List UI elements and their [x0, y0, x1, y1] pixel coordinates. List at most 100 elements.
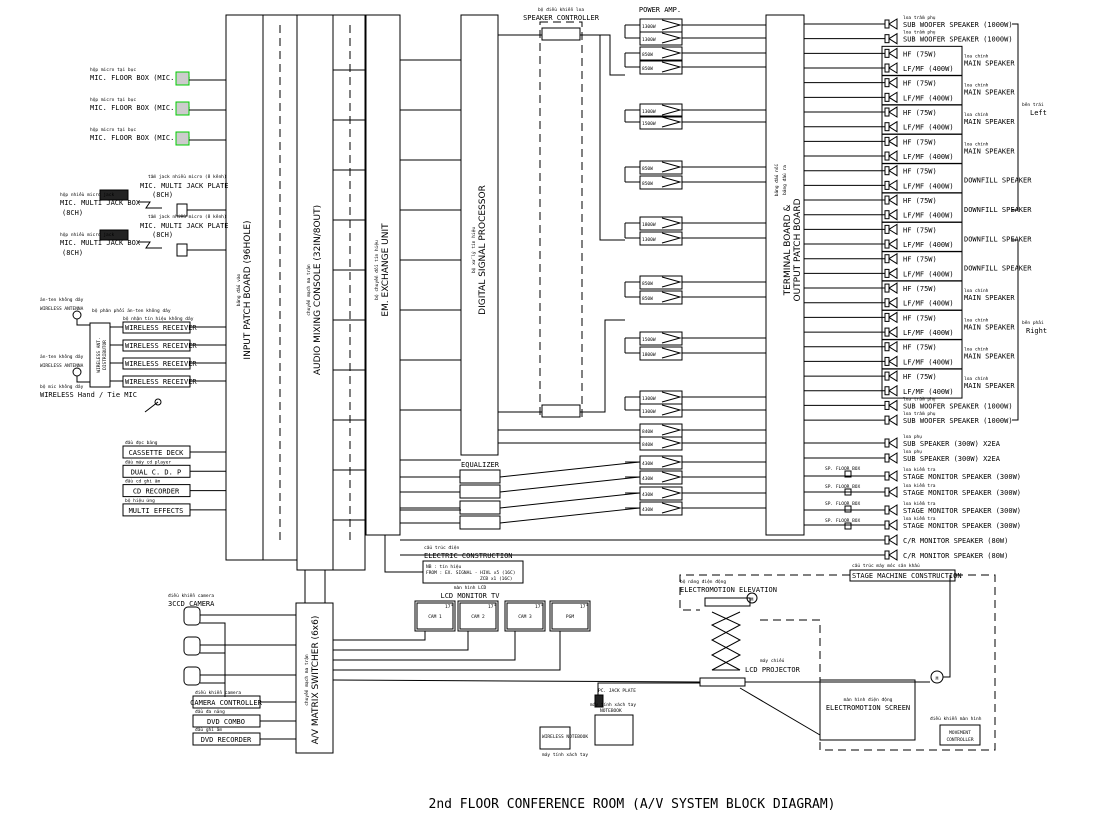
wire: [499, 461, 641, 478]
terminal-label-1: TERMINAL BOARD &: [783, 205, 793, 297]
main-speaker-label: MAIN SPEAKER: [964, 353, 1015, 361]
power-amp-rating: 1500W: [642, 337, 656, 343]
floor-box-icon: [844, 470, 852, 478]
floor-box-icon: [844, 505, 852, 513]
sub-woofer-sub: loa trầm phụ: [903, 14, 936, 21]
wire: [499, 476, 641, 493]
wire: [597, 682, 700, 695]
wire: [384, 535, 423, 573]
electric-line-1: NB : tín hiệu: [426, 563, 462, 570]
source-label: CASSETTE DECK: [129, 449, 185, 457]
camera-icon: [183, 666, 201, 686]
amp-triangle-icon: [661, 347, 682, 359]
pc-jack-plate-icon: [594, 694, 604, 708]
left-bracket: [1012, 23, 1019, 211]
wire: [333, 631, 516, 661]
multi-jack-plate-ch: (8CH): [152, 191, 173, 199]
speaker-controller-sub: bộ điều khiển loa: [538, 6, 584, 13]
terminal-board: [765, 14, 805, 536]
hf-speaker-label: HF (75W): [903, 314, 937, 322]
power-amp-rating: 430W: [642, 507, 653, 513]
speaker-icon: [888, 311, 898, 324]
speaker-icon: [888, 238, 898, 250]
multi-jack-box-sub: hộp nhiều micro jack: [60, 231, 114, 238]
wireless-notebook-sub: máy tính xách tay: [542, 751, 588, 758]
mixer-label: AUDIO MIXING CONSOLE (32IN/8OUT): [313, 205, 323, 375]
power-amp-rating: 850W: [642, 52, 653, 58]
camera-icon: [183, 636, 201, 656]
lf-speaker-label: LF/MF (400W): [903, 388, 954, 396]
wireless-notebook-label: WIRELESS NOTEBOOK: [542, 734, 588, 740]
multi-jack-box-label: MIC. MULTI JACK BOX: [60, 199, 141, 207]
source-sub: đầu cd ghi âm: [125, 478, 161, 485]
lcd-monitor: [549, 600, 591, 632]
speaker-icon: [884, 487, 890, 497]
main-speaker-sub: loa chính: [964, 140, 989, 147]
multi-jack-box-sub: hộp nhiều micro jack: [60, 191, 114, 198]
distributor-label-2: DISTRIBUTOR: [102, 340, 108, 370]
monitor-label: CAM 3: [518, 614, 532, 620]
speaker-cabinet: [881, 368, 963, 399]
lcd-screen: [506, 602, 544, 630]
hf-speaker-label: HF (75W): [903, 226, 937, 234]
speaker-icon: [884, 195, 890, 205]
multi-jack-box-icon: [99, 229, 129, 241]
wireless-receiver-sub: bộ nhận tín hiệu không dây: [123, 315, 194, 322]
terminal-sub-1: bảng đấu nối: [773, 163, 780, 196]
wire: [943, 575, 951, 678]
stage-monitor-label: STAGE MONITOR SPEAKER (300W): [903, 489, 1021, 497]
av-matrix-switcher: [295, 602, 334, 754]
camera-icon: [183, 606, 201, 626]
movement-sub: điều khiển màn hình: [930, 715, 982, 722]
sp-floor-box-label: SP. FLOOR BOX: [825, 484, 861, 490]
speaker-icon: [888, 47, 898, 60]
wireless-mic-label: WIRELESS Hand / Tie MIC: [40, 391, 137, 399]
matrix-label: A/V MATRIX SWITCHER (6x6): [311, 616, 321, 745]
wireless-ant-distributor: [89, 322, 111, 388]
amp-triangle-icon: [661, 161, 682, 173]
sp-floor-box-label: SP. FLOOR BOX: [825, 501, 861, 507]
right-group-label: Right: [1026, 327, 1047, 335]
lf-speaker-label: LF/MF (400W): [903, 65, 954, 73]
hf-speaker-label: HF (75W): [903, 80, 937, 88]
power-amp-rating: 1800W: [642, 352, 656, 358]
scissor-lift-icon: [710, 611, 742, 671]
multi-jack-box-ch: (8CH): [62, 249, 83, 257]
elevation-label: ELECTROMOTION ELEVATION: [680, 586, 777, 594]
screen-sub: màn hình điện động: [844, 696, 893, 703]
speaker-icon: [884, 342, 890, 352]
hf-speaker-label: HF (75W): [903, 168, 937, 176]
lcd-monitor-label: LCD MONITOR TV: [440, 592, 500, 600]
elevation-platform: [704, 597, 751, 607]
exchange-sub: bộ chuyển đổi tín hiệu: [373, 240, 380, 300]
speaker-icon: [888, 91, 898, 104]
multi-jack-box-ch: (8CH): [62, 209, 83, 217]
exchange-label: EM. EXCHANGE UNIT: [381, 223, 391, 317]
power-amp-rating: 430W: [642, 476, 653, 482]
lf-speaker-label: LF/MF (400W): [903, 124, 954, 132]
speaker-icon: [888, 504, 898, 516]
lf-speaker-label: LF/MF (400W): [903, 358, 954, 366]
hf-speaker-label: HF (75W): [903, 285, 937, 293]
power-amp-rating: 430W: [642, 492, 653, 498]
speaker-controller-unit: [541, 404, 581, 418]
main-speaker-label: MAIN SPEAKER: [964, 118, 1015, 126]
multi-jack-plate-ch: (8CH): [152, 231, 173, 239]
left-group-sub: bên trái: [1022, 101, 1044, 108]
lf-speaker-label: LF/MF (400W): [903, 270, 954, 278]
sp-floor-box-label: SP. FLOOR BOX: [825, 518, 861, 524]
digital-signal-processor: [460, 14, 499, 456]
screen-label: ELECTROMOTION SCREEN: [826, 704, 910, 712]
speaker-icon: [888, 355, 898, 368]
amp-triangle-icon: [661, 456, 682, 468]
hf-speaker-label: HF (75W): [903, 344, 937, 352]
multi-jack-plate-label: MIC. MULTI JACK PLATE: [140, 182, 229, 190]
amp-triangle-icon: [661, 217, 682, 229]
speaker-icon: [884, 166, 890, 176]
wire: [580, 34, 625, 76]
lcd-projector-icon: [699, 677, 746, 687]
power-amp-rating: 1300W: [642, 24, 656, 30]
sub_speaker-sub: loa phụ: [903, 434, 922, 440]
wireless-receiver-label: WIRELESS RECEIVER: [125, 324, 197, 332]
sub-woofer-sub: loa trầm phụ: [903, 410, 936, 417]
